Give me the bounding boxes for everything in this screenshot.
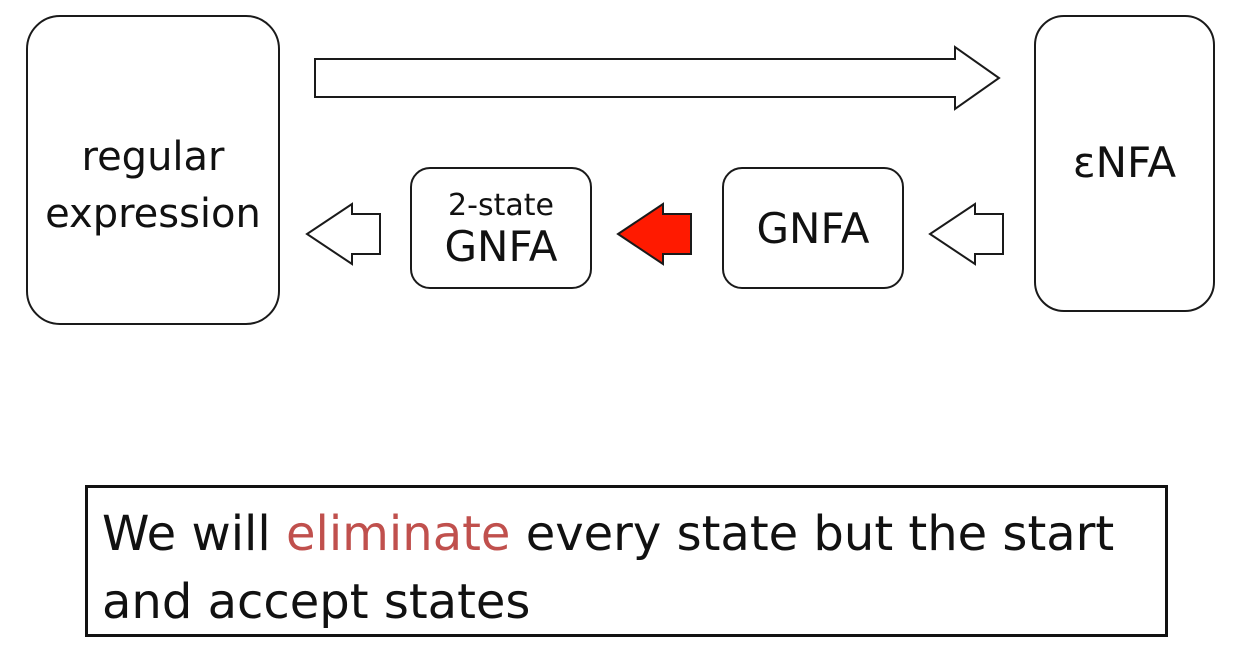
arrow-2state-to-regex — [305, 202, 381, 266]
arrow-gnfa-to-2state — [616, 202, 692, 266]
arrow-regex-to-enfa — [314, 45, 1001, 111]
caption-part2: every state but the start and accept sta… — [102, 506, 1115, 630]
node-enfa: εNFA — [1034, 15, 1215, 312]
node-gnfa: GNFA — [722, 167, 904, 289]
node-2-state-gnfa: 2-state GNFA — [410, 167, 592, 289]
caption-highlight: eliminate — [285, 506, 511, 562]
node-gnfa-label: GNFA — [756, 203, 870, 253]
caption-box: We will eliminate every state but the st… — [85, 485, 1168, 637]
node-gnfa2-label: GNFA — [444, 222, 558, 271]
node-regex-line2: expression — [45, 191, 261, 237]
caption-part1: We will — [102, 506, 286, 562]
node-regex-line1: regular — [81, 134, 225, 180]
node-enfa-label: εNFA — [1072, 138, 1177, 187]
arrow-enfa-to-gnfa — [928, 202, 1004, 266]
node-regular-expression: regular expression — [26, 15, 280, 325]
node-gnfa2-qualifier: 2-state — [448, 188, 554, 223]
